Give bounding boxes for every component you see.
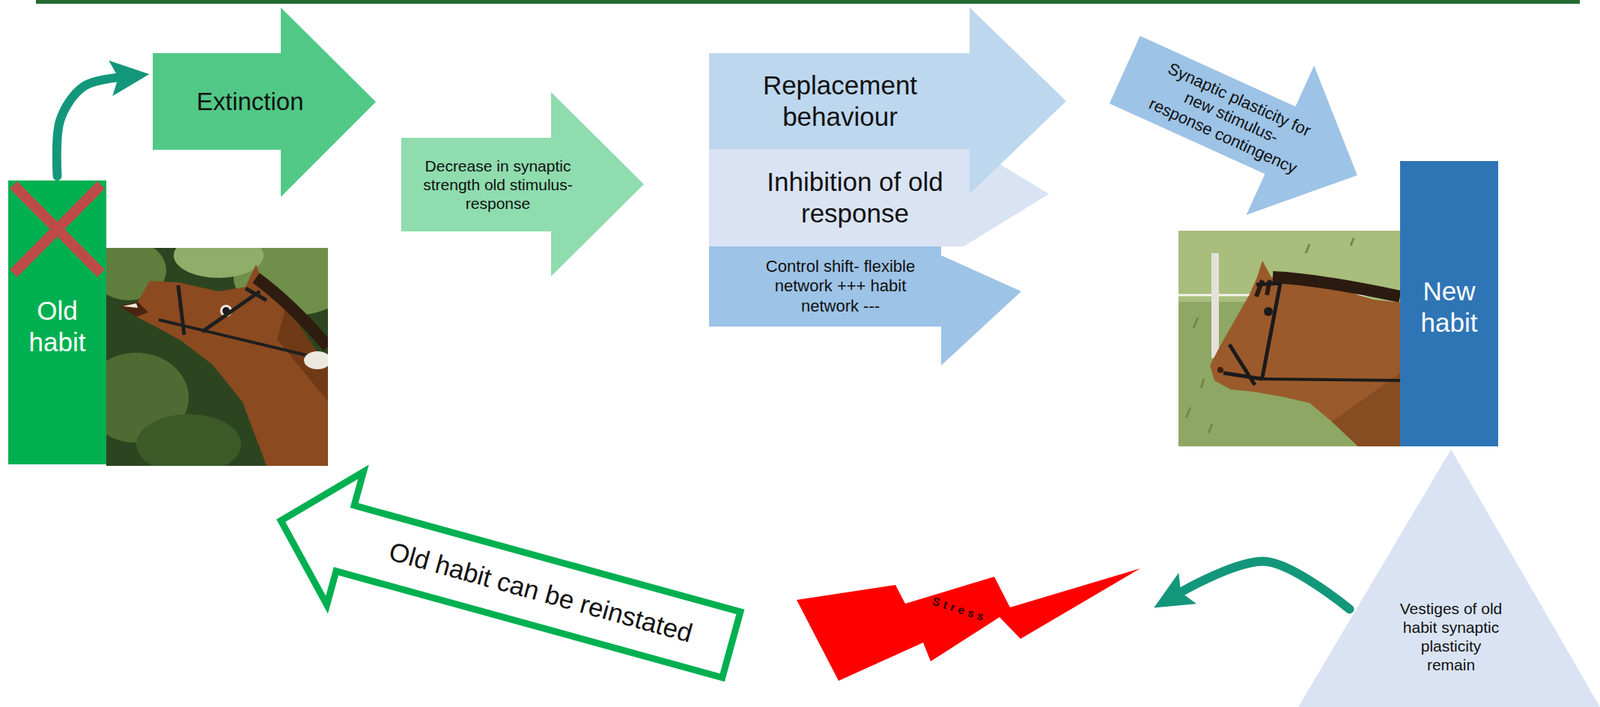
process-arrow: Synaptic plasticity for new stimulus- re… xyxy=(1090,0,1392,251)
node-label: Vestiges of old habit synaptic plasticit… xyxy=(1394,598,1508,675)
horse-neck-shade xyxy=(1331,372,1401,447)
process-arrow: Replacement behaviour xyxy=(709,7,1067,194)
foliage xyxy=(136,414,242,466)
horse-head xyxy=(1209,260,1401,447)
process-arrow-shape xyxy=(709,246,1022,366)
rider-hand xyxy=(303,351,328,370)
process-arrow-shape xyxy=(401,92,644,277)
process-arrow-shape xyxy=(152,7,376,197)
curved-arrow xyxy=(1182,560,1350,609)
curved-arrow xyxy=(56,77,117,176)
node-label: Old habit xyxy=(11,294,104,358)
horse-nostril xyxy=(1217,366,1224,373)
node-label: Synaptic plasticity for new stimulus- re… xyxy=(1143,56,1320,180)
rein xyxy=(158,319,328,361)
horse-mane xyxy=(256,277,328,347)
horse-photo-new xyxy=(1178,230,1401,447)
fence-post xyxy=(1211,253,1219,358)
field xyxy=(1178,230,1401,447)
node-label: Extinction xyxy=(175,86,325,117)
process-arrow-shape xyxy=(1090,0,1392,251)
outline-arrow-shape xyxy=(262,453,750,707)
outline-arrow: Old habit can be reinstated xyxy=(262,453,750,707)
top-rule xyxy=(35,0,1580,4)
horse-head xyxy=(136,264,328,466)
process-arrow-shape xyxy=(709,142,1049,247)
horse-mane xyxy=(1272,277,1401,297)
process-arrow: Extinction xyxy=(152,7,376,197)
node-label: Control shift- flexible network +++ habi… xyxy=(759,256,921,316)
note-triangle-shape xyxy=(1298,449,1600,707)
stress-bolt-shape xyxy=(796,568,1141,681)
horse-photo-old xyxy=(106,247,328,466)
node-label: New habit xyxy=(1403,275,1496,339)
process-arrow-outline xyxy=(709,7,1067,194)
stress-bolt-outline xyxy=(796,566,1142,681)
process-arrow: Control shift- flexible network +++ habi… xyxy=(709,246,1022,366)
node-label: Decrease in synaptic strength old stimul… xyxy=(411,156,585,214)
cross-mark-lines xyxy=(13,184,102,274)
note-triangle: Vestiges of old habit synaptic plasticit… xyxy=(1298,449,1600,707)
foliage xyxy=(173,247,264,278)
rein xyxy=(1262,378,1401,381)
stress-bolt: Stress xyxy=(796,566,1142,681)
habit-bar: New habit xyxy=(1400,160,1499,447)
bridle xyxy=(1223,283,1282,385)
horse-eye xyxy=(1263,306,1273,316)
node-label: Inhibition of old response xyxy=(724,166,987,230)
habit-bar: Old habit xyxy=(8,180,107,465)
process-arrow: Decrease in synaptic strength old stimul… xyxy=(401,92,644,277)
horse-teeth xyxy=(122,303,138,308)
node-label: Replacement behaviour xyxy=(716,69,964,133)
horse-mouth xyxy=(119,301,149,317)
